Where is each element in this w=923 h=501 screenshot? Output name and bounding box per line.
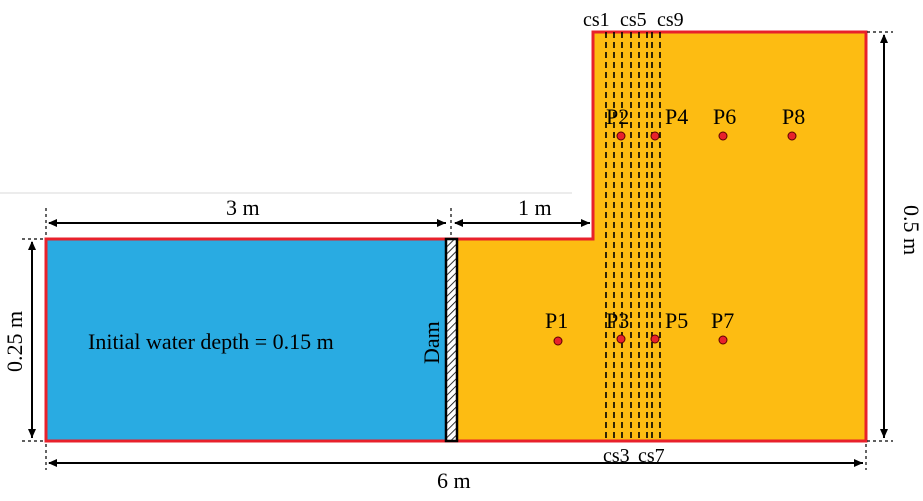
probe-label-p4: P4 <box>665 104 688 129</box>
cross-section-lines <box>605 32 661 441</box>
probe-label-p3: P3 <box>606 308 629 333</box>
water-depth-label: Initial water depth = 0.15 m <box>88 329 334 354</box>
probe-label-p5: P5 <box>665 308 688 333</box>
dimension-label-total-height: 0.5 m <box>899 205 923 255</box>
cs-label-top-1: cs1 <box>583 9 610 31</box>
probe-point-p3 <box>616 334 626 344</box>
probe-label-p1: P1 <box>545 308 568 333</box>
probe-point-p1 <box>553 336 563 346</box>
probe-point-p7 <box>718 335 728 345</box>
reservoir-region <box>46 239 446 441</box>
dimension-label-reservoir-length: 3 m <box>226 195 260 220</box>
probe-point-p5 <box>650 334 660 344</box>
probe-point-p2 <box>616 131 626 141</box>
probe-point-p8 <box>787 131 797 141</box>
dam-gate <box>444 237 459 443</box>
probe-label-p2: P2 <box>606 104 629 129</box>
cs-label-top-3: cs9 <box>657 9 684 31</box>
domain-boundary <box>44 30 868 443</box>
probe-points <box>553 131 797 346</box>
dam-label: Dam <box>419 321 444 364</box>
probe-label-p8: P8 <box>782 104 805 129</box>
probe-point-p6 <box>718 131 728 141</box>
probe-label-p6: P6 <box>713 104 736 129</box>
probe-label-p7: P7 <box>711 308 734 333</box>
probe-point-p4 <box>650 131 660 141</box>
dimension-label-gap-length: 1 m <box>518 195 552 220</box>
cs-label-top-2: cs5 <box>620 9 647 31</box>
dimension-label-reservoir-height: 0.25 m <box>2 311 27 372</box>
dimension-label-total-length: 6 m <box>437 468 471 493</box>
